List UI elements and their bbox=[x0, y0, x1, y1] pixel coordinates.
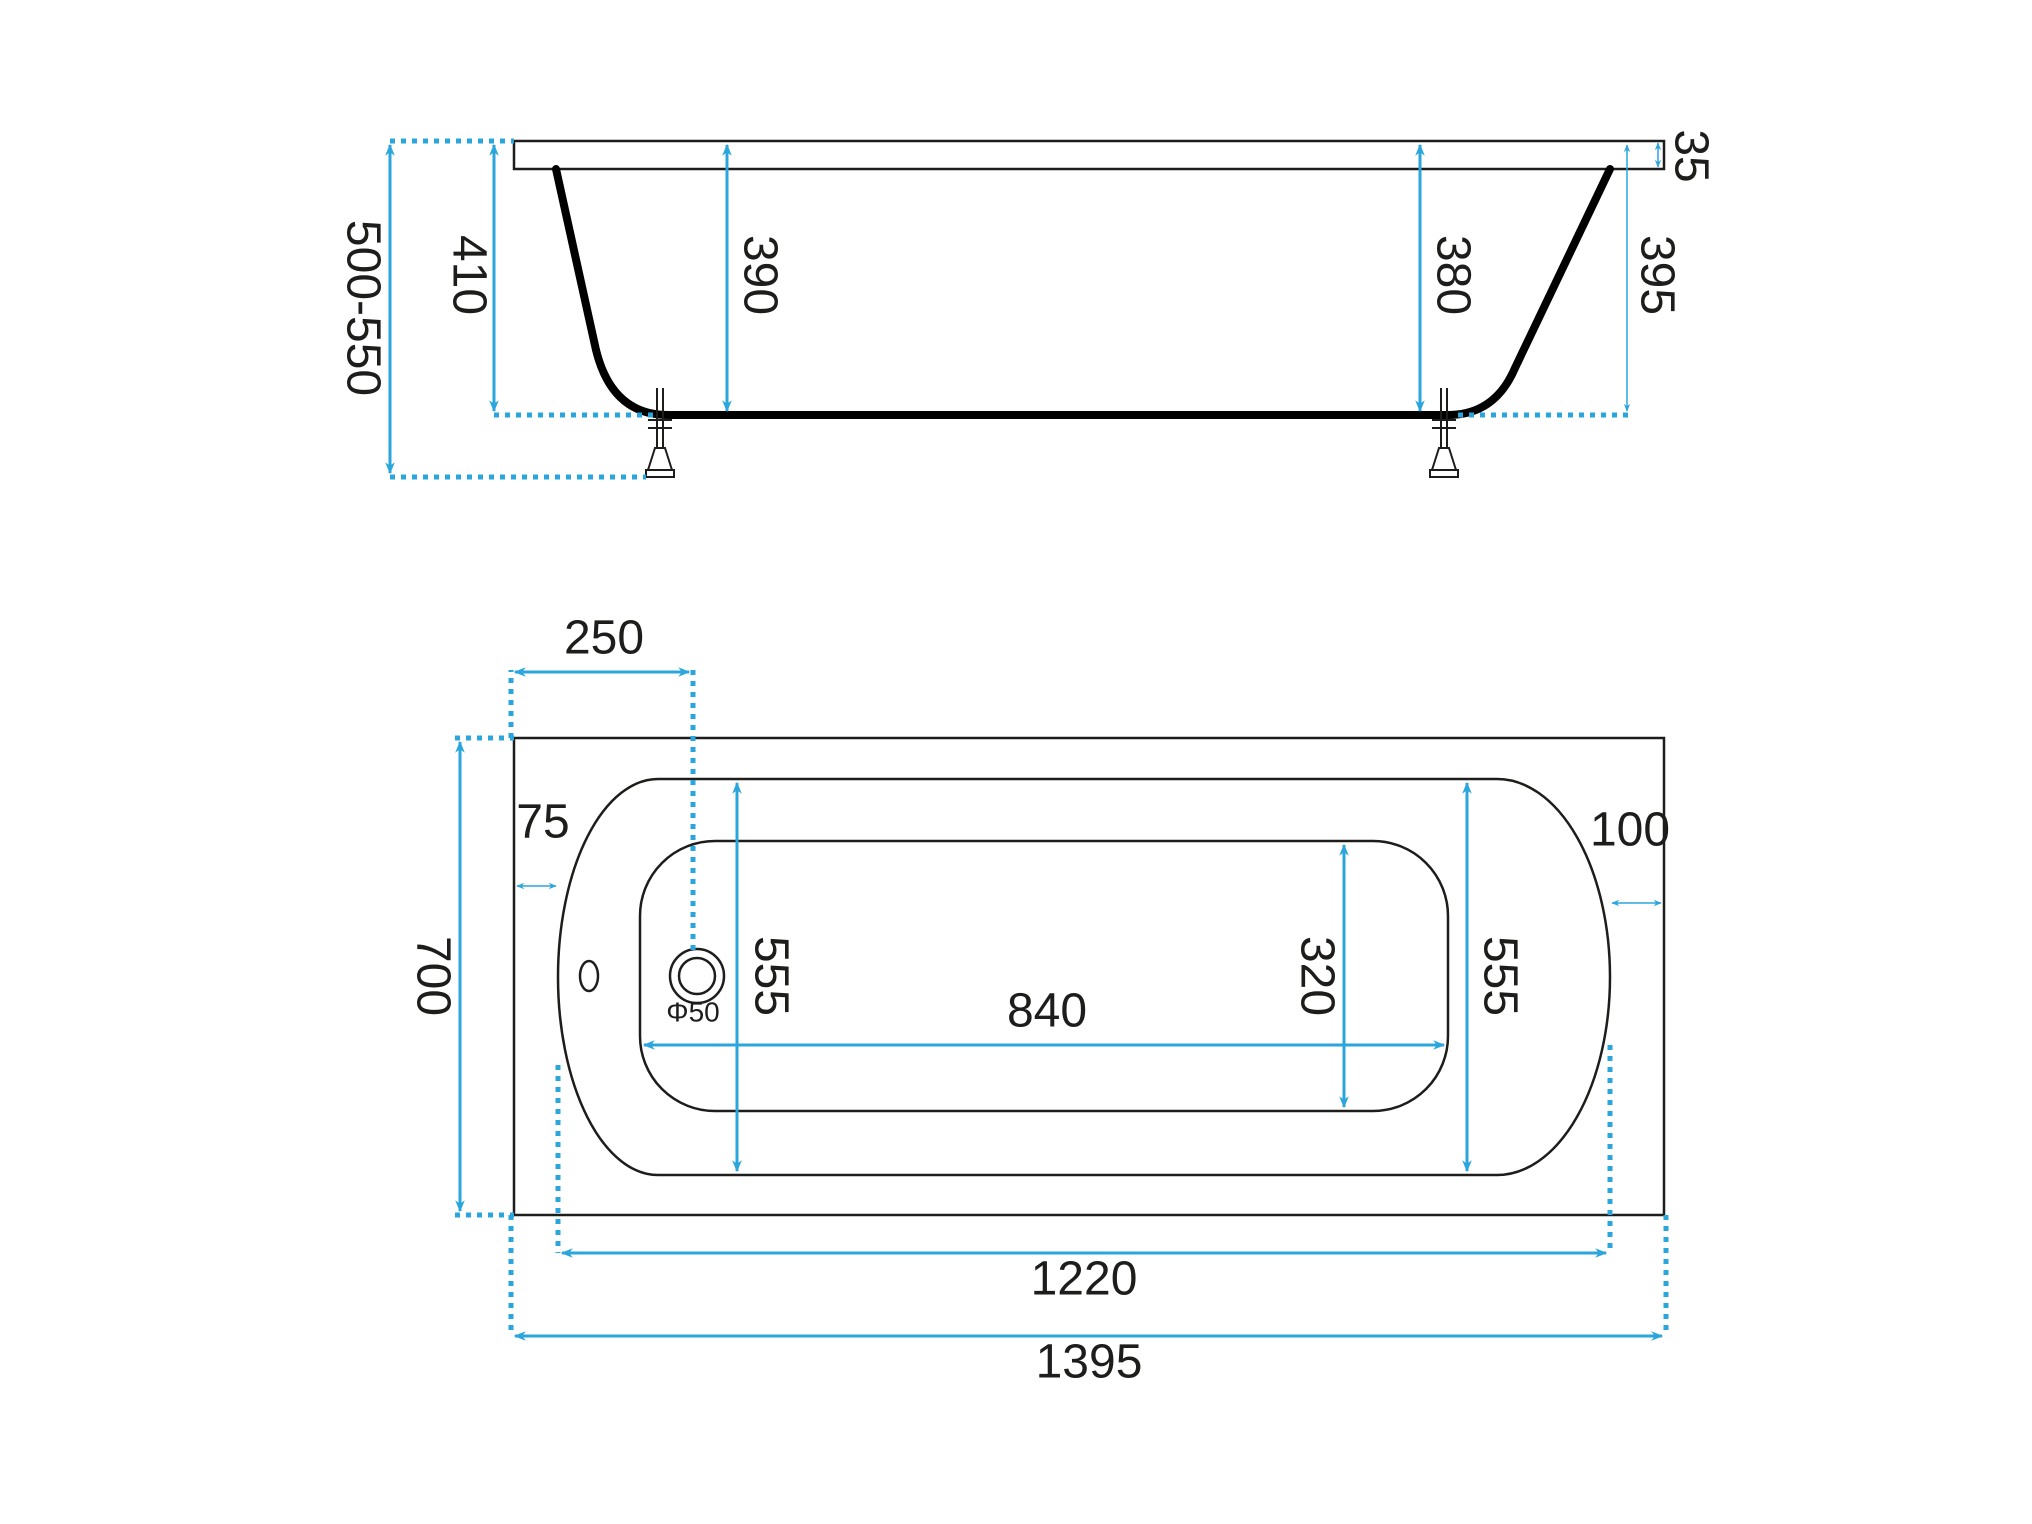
top-ext-lines bbox=[455, 670, 1669, 1336]
top-basin-outline bbox=[556, 777, 1612, 1177]
label-drain-diameter: Φ50 bbox=[666, 996, 719, 1027]
side-view: 500-550 410 390 380 395 35 bbox=[336, 129, 1717, 480]
label-depth-inner-right: 380 bbox=[1426, 235, 1479, 315]
label-inner-width-left: 555 bbox=[744, 936, 797, 1016]
side-shell-profile bbox=[552, 165, 1614, 419]
label-rim-right: 100 bbox=[1590, 804, 1670, 857]
label-floor-width: 320 bbox=[1290, 936, 1343, 1016]
label-drain-offset: 250 bbox=[564, 612, 644, 665]
label-total-height: 500-550 bbox=[336, 220, 389, 396]
label-floor-length: 840 bbox=[1007, 985, 1087, 1038]
label-rim: 35 bbox=[1664, 129, 1717, 182]
label-width: 700 bbox=[406, 936, 459, 1016]
label-depth-right: 395 bbox=[1630, 235, 1683, 315]
leg-left bbox=[645, 388, 675, 478]
label-total-length: 1395 bbox=[1036, 1336, 1143, 1389]
top-outer-outline bbox=[512, 736, 1666, 1217]
side-rim bbox=[512, 139, 1666, 171]
top-floor-outline bbox=[638, 839, 1450, 1113]
overflow-hole bbox=[578, 959, 600, 993]
drain bbox=[668, 947, 726, 1005]
label-inner-length: 1220 bbox=[1031, 1253, 1138, 1306]
leg-right bbox=[1429, 388, 1459, 478]
top-view: Φ50 250 700 75 100 555 555 320 840 1220 … bbox=[406, 612, 1670, 1389]
label-depth-left: 410 bbox=[442, 235, 495, 315]
label-depth-inner-left: 390 bbox=[733, 235, 786, 315]
label-rim-left: 75 bbox=[516, 796, 569, 849]
label-inner-width-right: 555 bbox=[1473, 936, 1526, 1016]
side-ext-lines bbox=[390, 138, 1630, 480]
